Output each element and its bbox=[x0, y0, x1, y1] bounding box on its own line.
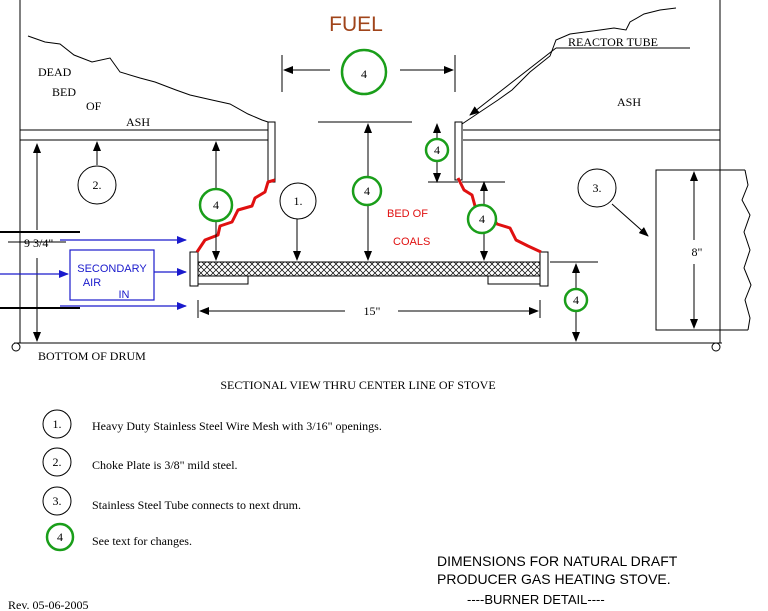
legend-3-num: 3. bbox=[53, 494, 62, 508]
marker-2-circle bbox=[77, 165, 117, 205]
marker-3-circle bbox=[577, 168, 617, 208]
marker-4-gap: 4 bbox=[434, 143, 440, 157]
legend-4-text: See text for changes. bbox=[92, 534, 192, 548]
marker-4-top: 4 bbox=[361, 67, 367, 81]
bed-label: BED bbox=[52, 85, 76, 99]
dimension-lines bbox=[8, 55, 698, 342]
drum-structure bbox=[0, 0, 752, 352]
dim-8: 8" bbox=[692, 245, 703, 259]
reactor-tube-label: REACTOR TUBE bbox=[568, 35, 658, 49]
title-line-1: DIMENSIONS FOR NATURAL DRAFT bbox=[437, 553, 678, 569]
title-block: DIMENSIONS FOR NATURAL DRAFT PRODUCER GA… bbox=[8, 553, 678, 611]
marker-2-text: 2. bbox=[93, 178, 102, 192]
dead-label: DEAD bbox=[38, 65, 72, 79]
marker-1-circle bbox=[279, 182, 317, 220]
marker-4-right: 4 bbox=[479, 212, 485, 226]
in-label: IN bbox=[119, 289, 130, 301]
marker-4-center: 4 bbox=[364, 184, 370, 198]
legend-2-num: 2. bbox=[53, 455, 62, 469]
air-label: AIR bbox=[83, 277, 101, 289]
section-caption: SECTIONAL VIEW THRU CENTER LINE OF STOVE bbox=[220, 378, 495, 392]
legend-1-text: Heavy Duty Stainless Steel Wire Mesh wit… bbox=[92, 419, 382, 433]
diagram-labels: FUEL REACTOR TUBE ASH DEAD BED OF ASH BE… bbox=[24, 13, 703, 392]
ash-right-label: ASH bbox=[617, 95, 641, 109]
markers-black bbox=[77, 165, 617, 220]
legend-3-text: Stainless Steel Tube connects to next dr… bbox=[92, 498, 301, 512]
revision-label: Rev. 05-06-2005 bbox=[8, 598, 89, 611]
legend-1-num: 1. bbox=[53, 417, 62, 431]
bed-of-label: BED OF bbox=[387, 208, 428, 220]
legend-2-text: Choke Plate is 3/8" mild steel. bbox=[92, 458, 238, 472]
ash-left-label: ASH bbox=[126, 115, 150, 129]
secondary-label: SECONDARY bbox=[77, 263, 147, 275]
wire-mesh-grate bbox=[197, 261, 541, 277]
legend-4-num: 4 bbox=[57, 530, 63, 544]
bottom-of-drum-label: BOTTOM OF DRUM bbox=[38, 349, 146, 363]
markers-green bbox=[198, 48, 589, 313]
marker-1-text: 1. bbox=[294, 194, 303, 208]
secondary-air-box bbox=[69, 249, 155, 301]
of-label: OF bbox=[86, 99, 102, 113]
dim-9-3-4: 9 3/4" bbox=[24, 236, 53, 250]
secondary-air-arrows bbox=[0, 236, 187, 310]
marker-3-text: 3. bbox=[593, 181, 602, 195]
legend: 1. Heavy Duty Stainless Steel Wire Mesh … bbox=[42, 409, 382, 552]
title-line-3: ----BURNER DETAIL---- bbox=[467, 592, 605, 607]
fuel-label: FUEL bbox=[329, 13, 383, 36]
title-line-2: PRODUCER GAS HEATING STOVE. bbox=[437, 571, 671, 587]
dim-15: 15" bbox=[364, 304, 381, 318]
marker-4-low: 4 bbox=[573, 293, 579, 307]
marker-4-left: 4 bbox=[213, 198, 219, 212]
coals-label: COALS bbox=[393, 236, 430, 248]
